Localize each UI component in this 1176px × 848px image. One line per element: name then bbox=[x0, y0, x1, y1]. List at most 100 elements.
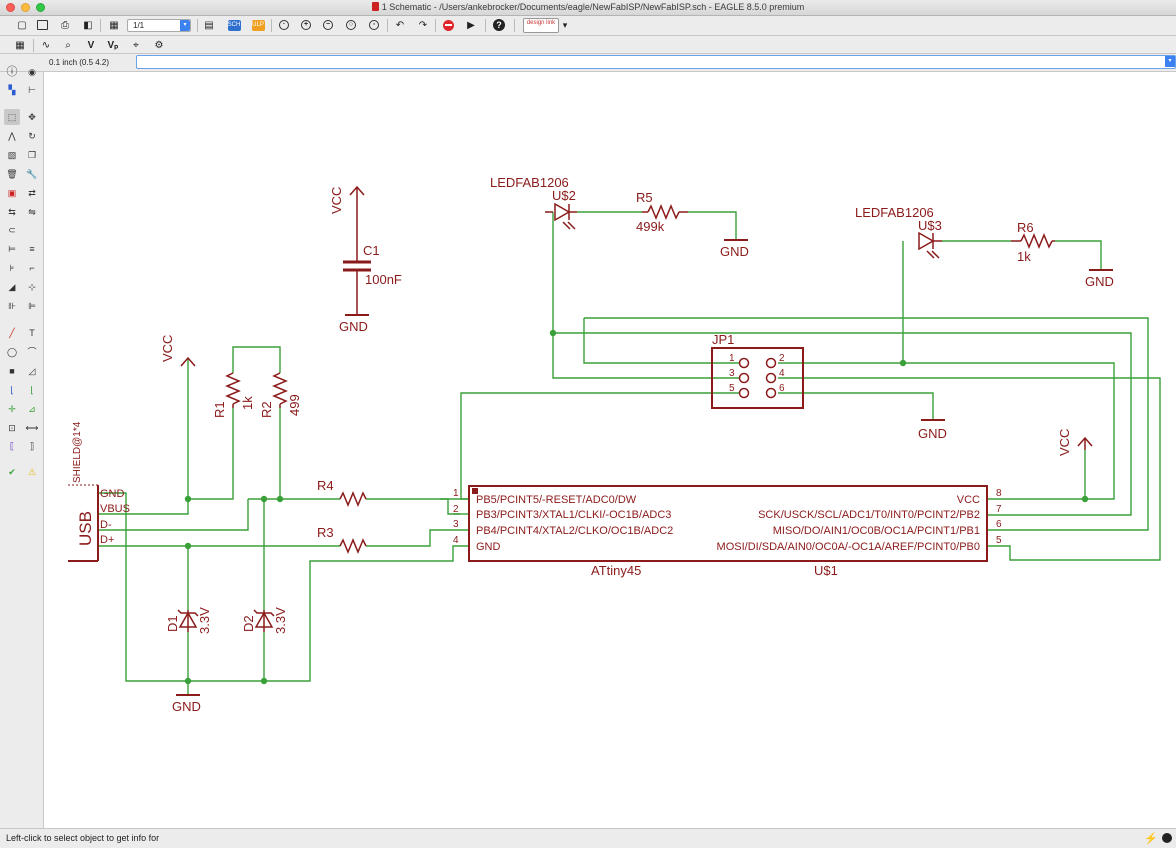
resistor-r1[interactable] bbox=[225, 372, 241, 408]
schematic-canvas[interactable]: VCC C1 100nF GND LEDFAB1206 U$2 R5 499k … bbox=[44, 72, 1176, 828]
usb-connector[interactable] bbox=[68, 484, 99, 562]
invoke-icon[interactable]: ⊧ bbox=[9, 263, 15, 273]
module-icon[interactable]: ⟧ bbox=[29, 441, 35, 451]
sheet-select[interactable]: 1/1▾ bbox=[127, 19, 191, 32]
bus-icon[interactable]: ⌊ bbox=[10, 385, 14, 395]
jp1-pin-label: 6 bbox=[779, 383, 785, 394]
swap-icon[interactable]: ⇆ bbox=[8, 207, 16, 217]
select-icon[interactable]: ⬚ bbox=[4, 109, 20, 125]
chevron-down-icon[interactable]: ▾ bbox=[562, 20, 568, 30]
redo-icon[interactable]: ↷ bbox=[418, 20, 428, 31]
erc-icon[interactable]: ✔ bbox=[8, 467, 16, 477]
ic-pin-label: MISO/DO/AIN1/OC0B/OC1A/PCINT1/PB1 bbox=[773, 525, 980, 537]
sch-script-button[interactable]: SCH bbox=[226, 18, 242, 33]
resistor-r2[interactable] bbox=[272, 372, 288, 408]
print-icon[interactable]: ⎙ bbox=[61, 20, 69, 31]
junction-dot bbox=[260, 677, 268, 685]
go-icon[interactable]: ▶ bbox=[467, 20, 475, 31]
value-icon[interactable]: V bbox=[87, 40, 95, 51]
copy-icon[interactable]: ❐ bbox=[27, 150, 37, 160]
resistor-r3[interactable] bbox=[339, 538, 367, 554]
info-icon[interactable]: ⓘ bbox=[6, 66, 18, 78]
junction-dot bbox=[184, 495, 192, 503]
polygon-icon[interactable]: ◿ bbox=[28, 366, 36, 376]
split-icon[interactable]: ⊂ bbox=[8, 225, 16, 235]
zener-d1[interactable] bbox=[177, 609, 199, 632]
delete-icon[interactable]: 🗑 bbox=[6, 169, 18, 179]
resistor-r4[interactable] bbox=[339, 491, 367, 507]
rectangle-icon[interactable]: ■ bbox=[9, 366, 15, 376]
command-input[interactable]: ▾ bbox=[136, 55, 1176, 69]
window-zoom-button[interactable] bbox=[36, 3, 45, 12]
rotate-icon[interactable]: ↻ bbox=[28, 131, 36, 141]
zoom-out-icon[interactable]: − bbox=[320, 18, 336, 33]
undo-icon[interactable]: ↶ bbox=[395, 20, 405, 31]
window-close-button[interactable] bbox=[6, 3, 15, 12]
junction-icon[interactable]: ✛ bbox=[8, 404, 16, 414]
mark-icon[interactable]: ⊢ bbox=[28, 85, 36, 95]
circle-icon[interactable]: ◯ bbox=[6, 347, 18, 357]
warning-icon[interactable]: ⚠ bbox=[27, 467, 37, 477]
miter-icon[interactable]: ≡ bbox=[29, 244, 35, 254]
jp1-pin-label: 1 bbox=[729, 353, 735, 364]
port-icon[interactable]: ⟦ bbox=[9, 441, 15, 451]
grid-icon[interactable]: ▦ bbox=[15, 40, 25, 51]
resistor-r5[interactable] bbox=[642, 204, 748, 241]
filter-icon[interactable]: ⌖ bbox=[133, 40, 139, 51]
smash-icon[interactable]: ◢ bbox=[8, 282, 16, 292]
led-u3[interactable] bbox=[918, 231, 942, 259]
stop-icon[interactable] bbox=[440, 18, 456, 33]
net-icon[interactable]: ⌊ bbox=[30, 385, 34, 395]
help-icon[interactable]: ? bbox=[491, 18, 507, 33]
pinswap-icon[interactable]: ⊫ bbox=[28, 301, 36, 311]
bend-icon[interactable]: ⌐ bbox=[29, 263, 35, 273]
group-icon[interactable]: ▧ bbox=[7, 150, 17, 160]
save-icon[interactable] bbox=[34, 18, 50, 33]
replace-icon[interactable]: ⇄ bbox=[28, 188, 36, 198]
cam-icon[interactable]: ▤ bbox=[204, 20, 214, 31]
ic-pin-number: 6 bbox=[996, 519, 1002, 530]
chevron-down-icon: ▾ bbox=[180, 20, 190, 31]
zener-d2[interactable] bbox=[253, 609, 275, 632]
add-attribute-icon[interactable]: ⊡ bbox=[8, 423, 16, 433]
arc-icon[interactable]: ⌒ bbox=[27, 347, 37, 357]
line-icon[interactable]: ╱ bbox=[9, 328, 15, 338]
gear-icon[interactable]: ⚙ bbox=[154, 40, 164, 51]
name-icon[interactable]: ⊪ bbox=[8, 301, 16, 311]
label-icon[interactable]: ⊿ bbox=[28, 404, 36, 414]
align-icon[interactable]: ⊨ bbox=[8, 244, 16, 254]
move-icon[interactable]: ✥ bbox=[28, 112, 36, 122]
net-wire bbox=[98, 499, 249, 531]
new-file-icon[interactable]: ▢ bbox=[17, 20, 27, 31]
zoom-fit-icon[interactable]: · bbox=[276, 18, 292, 33]
wrench-icon[interactable]: 🔧 bbox=[26, 169, 38, 179]
design-link-button[interactable]: design link bbox=[523, 18, 559, 33]
header-jp1[interactable] bbox=[711, 347, 945, 421]
mirror-icon[interactable]: ⋀ bbox=[8, 131, 16, 141]
attribute-icon[interactable]: ⟷ bbox=[25, 423, 39, 433]
value-tool-icon[interactable]: ⊹ bbox=[28, 282, 36, 292]
led-u2[interactable] bbox=[545, 202, 577, 230]
capacitor-c1[interactable] bbox=[343, 185, 371, 316]
value-prefix-icon[interactable]: Vₚ bbox=[107, 40, 119, 51]
usb-shield-label: SHIELD@1*4 bbox=[72, 421, 83, 483]
text-icon[interactable]: T bbox=[29, 328, 35, 338]
wire-style-icon[interactable]: ∿ bbox=[41, 40, 51, 51]
stop-command-icon[interactable] bbox=[1162, 833, 1172, 843]
zoom-in-icon[interactable]: + bbox=[298, 18, 314, 33]
zoom-icon[interactable]: ⌕ bbox=[65, 40, 71, 51]
vcc-label: VCC bbox=[160, 335, 175, 362]
ulp-button[interactable]: ULP bbox=[250, 18, 266, 33]
ic-attiny45[interactable] bbox=[468, 485, 988, 562]
display-layers-icon[interactable]: ▚ bbox=[8, 85, 16, 95]
show-icon[interactable]: ◉ bbox=[28, 67, 36, 77]
redraw-icon[interactable]: ○ bbox=[343, 18, 359, 33]
gate-swap-icon[interactable]: ⇋ bbox=[28, 207, 36, 217]
open-board-icon[interactable]: ◧ bbox=[83, 20, 93, 31]
add-part-icon[interactable]: ▣ bbox=[7, 188, 17, 198]
resistor-r6[interactable] bbox=[1011, 233, 1113, 271]
window-minimize-button[interactable] bbox=[21, 3, 30, 12]
toolbar-separator bbox=[514, 19, 515, 32]
zoom-select-icon[interactable]: ▫ bbox=[366, 18, 382, 33]
sheet-grid-icon[interactable]: ▦ bbox=[109, 20, 119, 31]
